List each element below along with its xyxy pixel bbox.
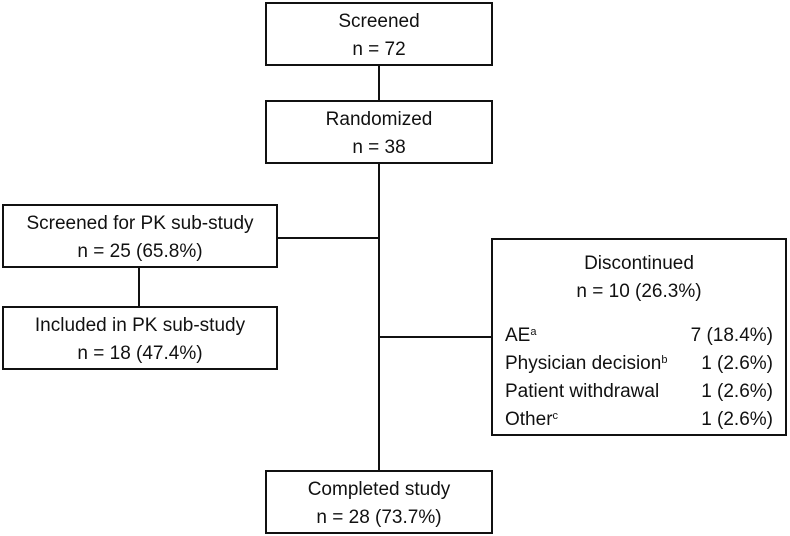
discontinued-count: n = 10 (26.3%) (576, 281, 702, 302)
connector-pk-screened-included (138, 268, 140, 306)
completed-count: n = 28 (73.7%) (316, 507, 442, 528)
completed-title: Completed study (307, 479, 451, 500)
discontinued-title: Discontinued (584, 253, 694, 274)
reason-row: Physician decisionb 1 (2.6%) (505, 350, 773, 378)
reason-label: Physician decisionb (505, 353, 668, 374)
pk-included-box: Included in PK sub-study n = 18 (47.4%) (2, 306, 278, 370)
screened-count: n = 72 (352, 39, 406, 60)
completed-box: Completed study n = 28 (73.7%) (265, 470, 493, 534)
reason-row: Patient withdrawal 1 (2.6%) (505, 378, 773, 406)
pk-screened-title: Screened for PK sub-study (26, 213, 254, 234)
reason-value: 1 (2.6%) (701, 381, 773, 402)
randomized-title: Randomized (325, 109, 433, 130)
connector-screened-randomized (378, 66, 380, 100)
screened-title: Screened (338, 11, 420, 32)
connector-to-discontinued (379, 336, 491, 338)
connector-main-trunk (378, 164, 380, 470)
screened-box: Screened n = 72 (265, 2, 493, 66)
discontinued-reasons: AEa 7 (18.4%) Physician decisionb 1 (2.6… (505, 322, 773, 434)
reason-label: AEa (505, 325, 537, 346)
randomized-box: Randomized n = 38 (265, 100, 493, 164)
randomized-count: n = 38 (352, 137, 406, 158)
reason-row: AEa 7 (18.4%) (505, 322, 773, 350)
pk-screened-box: Screened for PK sub-study n = 25 (65.8%) (2, 204, 278, 268)
reason-value: 1 (2.6%) (701, 409, 773, 430)
pk-included-count: n = 18 (47.4%) (77, 343, 203, 364)
reason-row: Otherc 1 (2.6%) (505, 406, 773, 434)
reason-value: 7 (18.4%) (690, 325, 773, 346)
discontinued-box: Discontinued n = 10 (26.3%) AEa 7 (18.4%… (491, 238, 787, 436)
reason-label: Otherc (505, 409, 559, 430)
connector-to-pk-screened (278, 237, 379, 239)
reason-label: Patient withdrawal (505, 381, 660, 402)
pk-included-title: Included in PK sub-study (34, 315, 246, 336)
pk-screened-count: n = 25 (65.8%) (77, 241, 203, 262)
reason-value: 1 (2.6%) (701, 353, 773, 374)
